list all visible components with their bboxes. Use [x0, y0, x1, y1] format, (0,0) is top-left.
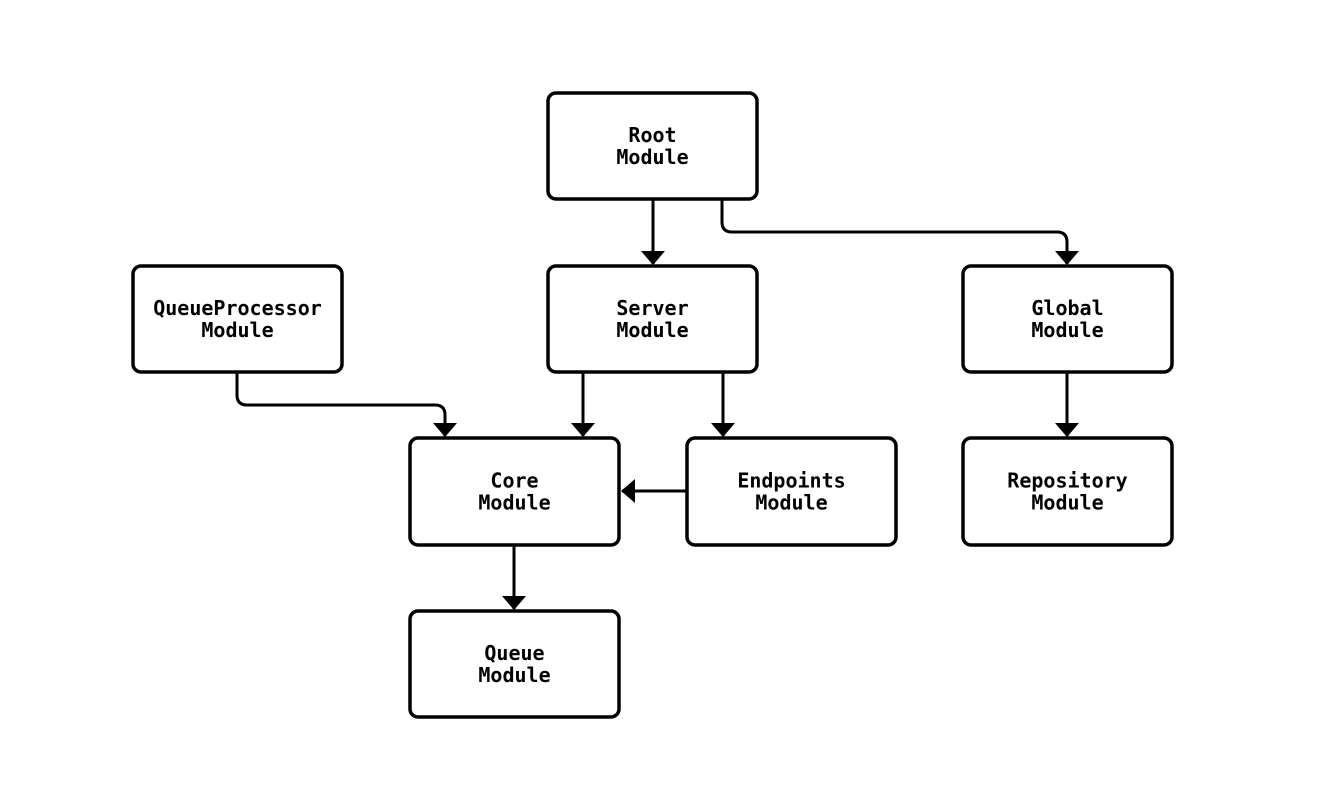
node-endpoints-module-box — [685, 436, 898, 547]
node-queue-module-box — [408, 609, 621, 719]
edge-root-module-to-global-module — [720, 199, 1079, 265]
node-queueprocessor-module-box — [131, 264, 344, 374]
node-root-module-box — [546, 91, 759, 201]
node-repository-module-box — [961, 436, 1174, 547]
node-core-module-box — [408, 436, 621, 547]
node-server-module-box — [546, 264, 759, 374]
node-global-module-box — [961, 264, 1174, 374]
edge-queueprocessor-module-to-core-module — [235, 372, 457, 437]
